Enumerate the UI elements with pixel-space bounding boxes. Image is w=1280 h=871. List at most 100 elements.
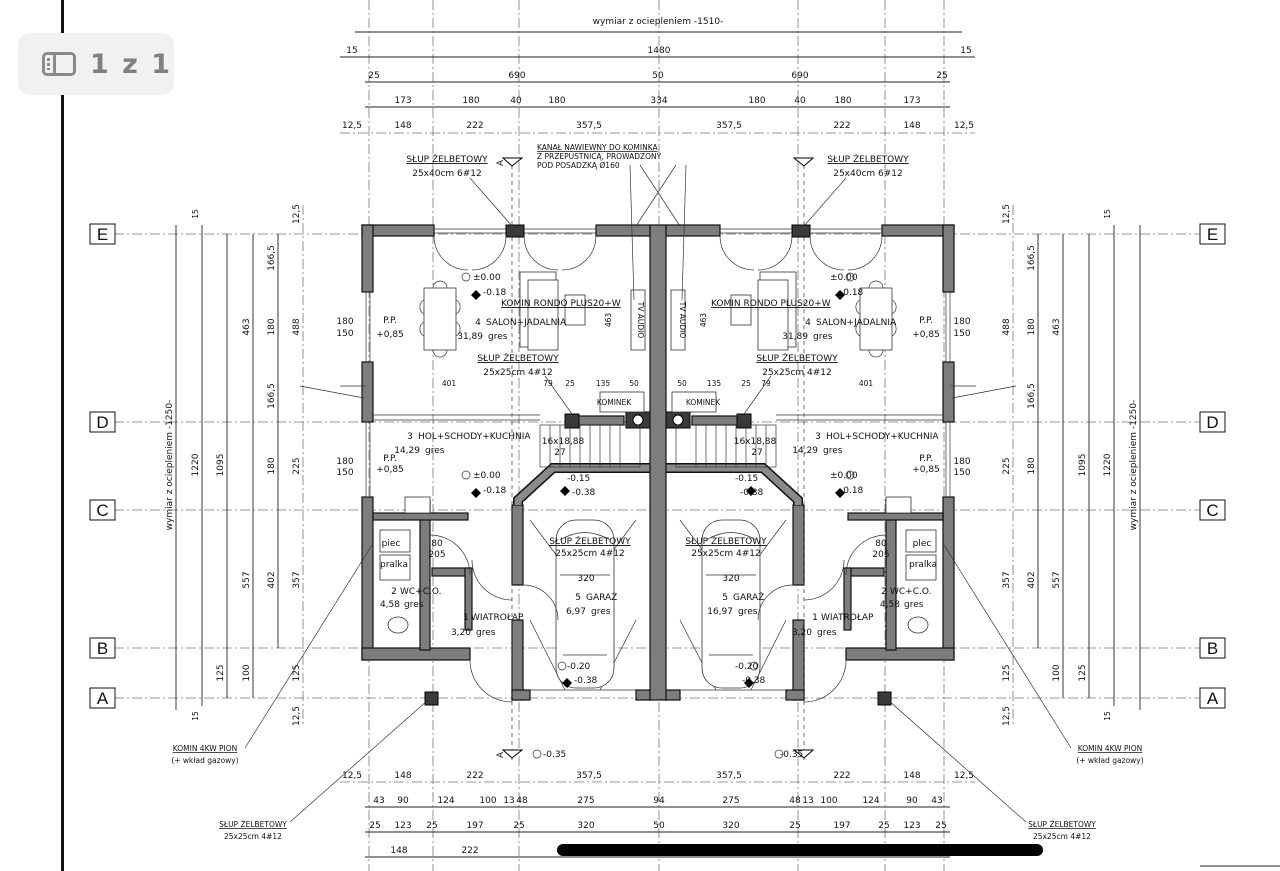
top-dims-r2-3-label: 690 [791,71,808,81]
bottom-dims-r2-9-label: 48 [789,796,801,806]
right-house-col-bottom-spec-label: 25x25cm 4#12 [1033,832,1091,841]
right-house-room4-floor-label: gres [813,332,833,342]
left-house-room3-name-label: HOL+SCHODY+KUCHNIA [418,432,531,442]
left-house-window2-w-label: 180 [336,457,353,467]
axis-label-right: A [1207,689,1219,708]
bottom-dims-r1-0-label: 12,5 [342,771,362,781]
top-dims-r4-6-label: 148 [903,121,920,131]
left-house-tv-label: TV AUDIO [636,301,645,339]
left-house-room5-floor-label: gres [591,607,611,617]
bottom-dims-r3-3-label: 197 [466,821,483,831]
axis-label-right: D [1206,413,1218,432]
bottom-dims-r2-4-label: 13 [503,796,514,806]
bottom-dims-r1-7-label: 12,5 [954,771,974,781]
left-house-komin-4kw-0-label: KOMIN 4KW PION [173,744,238,753]
right-dims-c4-2-label: 166,5 [1027,383,1037,409]
right-house-col-garage-spec-label: 25x25cm 4#12 [691,549,761,559]
top-dims-r1-1-label: 1480 [648,46,671,56]
axis-box [89,411,116,433]
axis-box [89,223,116,245]
axis-label-left: C [96,501,108,520]
right-house-level-hall-0-label: ±0.00 [830,471,858,481]
top-dims-r3-7-label: 180 [834,96,851,106]
top-dims-r1-2-label: 15 [960,46,971,56]
left-house-col-bottom-title-label: SŁUP ŻELBETOWY [219,820,287,829]
left-house-room2-area-label: 4,58 [380,600,400,610]
axis-box [89,687,116,709]
bottom-dims-r2-13-label: 90 [906,796,918,806]
right-dims-c2-1-label: 125 [1078,664,1088,681]
right-house-level-hall-1-label: -0.18 [840,486,864,496]
left-house-room1-name-label: WIATROŁAP [471,613,524,623]
left-house-level-salon-0-label: ±0.00 [473,273,501,283]
right-house-stairs-0-label: 16x18,88 [734,437,777,447]
left-dims-c1-0-label: 15 [191,209,200,219]
left-house-door-wc-0-label: 80 [431,539,443,549]
right-dims-c5-2-label: 225 [1002,457,1012,474]
right-house-room1-name-label: WIATROŁAP [821,613,874,623]
top-dims-r4-3-label: 357,5 [576,121,602,131]
left-house-room4-area-label: 31,89 [457,332,483,342]
right-house-dim-463-label: 463 [699,313,708,328]
left-house-col-garage-spec-label: 25x25cm 4#12 [555,549,625,559]
left-dims-c5-0-label: 12,5 [292,204,302,224]
right-house-room3-no-label: 3 [815,432,821,442]
right-house-window1-sill-label-label: P.P. [919,316,933,326]
left-house-komin-4kw-1-label: (+ wkład gazowy) [171,756,238,765]
right-unit-plan [636,158,1140,822]
bottom-dims-r3-10-label: 25 [878,821,889,831]
right-house-appliances-0-label: plec [913,539,932,549]
left-house-door-wc-1-label: 205 [428,550,445,560]
document-page-edge [61,0,64,871]
left-house-window1-sill-label-label: P.P. [383,316,397,326]
bottom-dims-r3-8-label: 25 [789,821,800,831]
right-dims-c5-5-label: 12,5 [1002,706,1012,726]
left-house-room4-name-label: SALON+JADALNIA [486,318,567,328]
bottom-dims-r1-5-label: 222 [833,771,850,781]
right-dims-c1-2-label: 15 [1103,711,1112,721]
axis-box [1199,499,1226,521]
left-house-room3-floor-label: gres [425,446,445,456]
bottom-dims-r2-0-label: 43 [373,796,384,806]
bottom-dims-r4-1-label: 222 [461,846,478,856]
top-dims-r2-4-label: 25 [936,71,947,81]
bottom-dims-r3-6-label: 50 [653,821,665,831]
right-dims-c5-4-label: 125 [1002,664,1012,681]
axis-label-right: B [1207,639,1218,658]
top-dims-r3-2-label: 40 [510,96,522,106]
left-house-fireplace-label: KOMIN RONDO PLUS20+W [501,299,621,309]
right-house-kominek-label: KOMINEK [686,398,721,407]
right-dims-c3-1-label: 557 [1052,571,1062,588]
axis-label-left: E [97,225,108,244]
home-indicator-bar[interactable] [557,844,1043,856]
right-house-fireplace-label: KOMIN RONDO PLUS20+W [711,299,831,309]
right-house-room5-floor-label: gres [738,607,758,617]
left-dims-c3-0-label: 463 [242,318,252,335]
bottom-dims-r2-2-label: 124 [437,796,454,806]
left-house-appliances-0-label: piec [382,539,401,549]
bottom-dims-r2-14-label: 43 [931,796,942,806]
top-dims-r3-6-label: 40 [794,96,806,106]
pages-sidebar-icon[interactable] [42,52,76,76]
left-house-room2-no-label: 2 [391,587,397,597]
right-house-room1-area-label: 3,20 [792,628,812,638]
bottom-dims-r1-6-label: 148 [903,771,920,781]
axis-label-left: A [97,689,109,708]
right-dims-c1-1-label: 1220 [1103,453,1113,476]
right-house-komin-4kw-0-label: KOMIN 4KW PION [1078,744,1143,753]
left-house-level-stairs-0-label: -0.15 [567,474,590,484]
right-house-window2-h-label: 150 [953,468,970,478]
bottom-dims-r3-7-label: 320 [722,821,739,831]
left-dims-c3-2-label: 100 [242,664,252,681]
left-house-col-bottom-spec-label: 25x25cm 4#12 [224,832,282,841]
axis-box [1199,687,1226,709]
left-house-window1-h-label: 150 [336,329,353,339]
page-indicator-badge[interactable]: 1 z 1 [18,33,174,95]
right-house-col-mid-title-label: SŁUP ŻELBETOWY [756,353,838,364]
bottom-dims-r3-0-label: 25 [369,821,380,831]
left-dims-c4-1-label: 180 [267,318,277,335]
axis-label-right: C [1206,501,1218,520]
top-dims-r3-1-label: 180 [462,96,479,106]
right-house-window1-h-label: 150 [953,329,970,339]
bottom-dims-r3-9-label: 197 [833,821,850,831]
